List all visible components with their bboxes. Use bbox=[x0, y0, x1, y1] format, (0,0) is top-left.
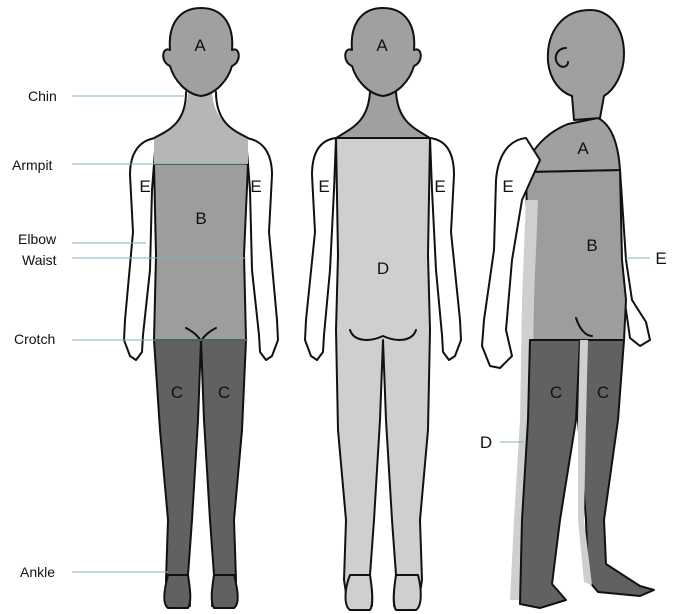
back-right-arm bbox=[430, 138, 461, 360]
front-right-leg-zone-c bbox=[201, 340, 246, 606]
side-view-figure bbox=[482, 10, 654, 608]
side-zone-e-far-label: E bbox=[655, 249, 666, 268]
front-left-foot bbox=[164, 575, 190, 608]
front-right-arm bbox=[246, 138, 278, 360]
side-chest-zone-a bbox=[526, 118, 620, 172]
back-left-foot bbox=[346, 575, 373, 610]
front-torso-zone-b bbox=[154, 164, 248, 340]
back-upper-zone-a bbox=[336, 92, 430, 138]
back-zone-e-left-label: E bbox=[318, 177, 329, 196]
back-zone-d-label: D bbox=[377, 259, 389, 278]
ankle-label: Ankle bbox=[20, 564, 55, 580]
back-right-foot bbox=[394, 575, 421, 610]
back-zone-e-right-label: E bbox=[434, 177, 445, 196]
front-zone-b-label: B bbox=[195, 209, 206, 228]
back-zone-a-label: A bbox=[376, 36, 388, 55]
side-zone-c-left-label: C bbox=[550, 383, 562, 402]
side-zone-d-label: D bbox=[480, 433, 492, 452]
front-right-foot bbox=[212, 575, 238, 608]
front-zone-c-right-label: C bbox=[218, 383, 230, 402]
front-chest-zone-a bbox=[154, 92, 248, 164]
side-zone-c-right-label: C bbox=[597, 383, 609, 402]
armpit-label: Armpit bbox=[12, 157, 53, 173]
front-zone-c-left-label: C bbox=[171, 383, 183, 402]
front-zone-a-label: A bbox=[194, 36, 206, 55]
back-body-zone-d bbox=[336, 138, 430, 606]
side-near-leg-zone-c bbox=[520, 340, 580, 608]
side-zone-b-label: B bbox=[586, 236, 597, 255]
front-left-arm bbox=[124, 138, 156, 360]
waist-label: Waist bbox=[22, 252, 57, 268]
back-left-arm bbox=[305, 138, 336, 360]
crotch-label: Crotch bbox=[14, 331, 55, 347]
front-view-figure bbox=[124, 8, 278, 608]
front-left-leg-zone-c bbox=[154, 340, 201, 606]
side-zone-e-near-label: E bbox=[502, 177, 513, 196]
front-zone-e-left-label: E bbox=[139, 177, 150, 196]
side-zone-a-label: A bbox=[577, 139, 589, 158]
back-view-figure bbox=[305, 8, 461, 610]
front-zone-e-right-label: E bbox=[250, 177, 261, 196]
elbow-label: Elbow bbox=[18, 231, 57, 247]
side-far-leg-zone-c bbox=[578, 340, 654, 596]
landmark-labels: Chin Armpit Elbow Waist Crotch Ankle bbox=[12, 88, 57, 580]
chin-label: Chin bbox=[28, 88, 57, 104]
side-torso-zone-b bbox=[526, 170, 626, 340]
